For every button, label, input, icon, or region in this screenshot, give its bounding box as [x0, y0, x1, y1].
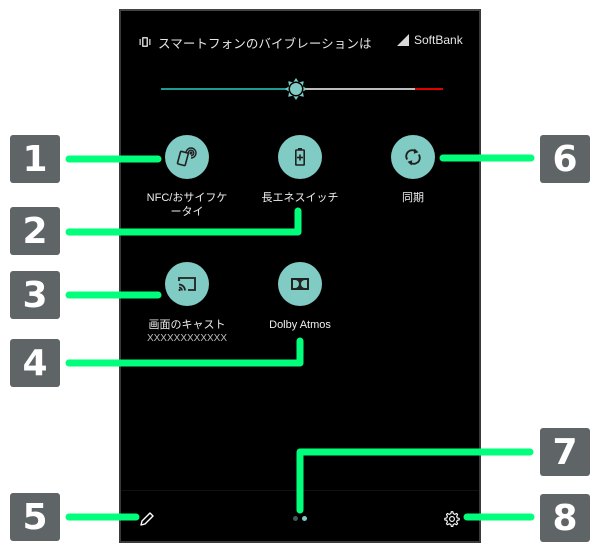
- nfc-icon: [176, 147, 197, 167]
- pencil-icon[interactable]: [139, 511, 155, 527]
- tile-dolby-atmos-button[interactable]: [278, 262, 322, 306]
- status-bar: スマートフォンのバイブレーションは SoftBank: [121, 11, 479, 71]
- bottom-bar-divider: [121, 490, 479, 491]
- carrier-name: SoftBank: [414, 33, 463, 47]
- signal-icon: [397, 34, 409, 46]
- brightness-track: [296, 88, 415, 90]
- brightness-icon[interactable]: [284, 77, 308, 101]
- tile-battery-saver-button[interactable]: [278, 135, 322, 179]
- tile-sync[interactable]: 同期: [358, 135, 468, 205]
- tile-battery-saver-label: 長エネスイッチ: [261, 192, 339, 204]
- tile-sync-label: 同期: [402, 192, 424, 204]
- callout-badge-2: 2: [10, 207, 60, 255]
- battery-saver-icon: [295, 148, 305, 166]
- callout-badge-4: 4: [10, 339, 60, 387]
- page-dot-2[interactable]: [302, 516, 307, 521]
- callout-badge-3: 3: [10, 271, 60, 319]
- tile-nfc-label: NFC/おサイフケ ータイ: [146, 192, 228, 218]
- callout-badge-1: 1: [10, 135, 60, 183]
- notification-text[interactable]: スマートフォンのバイブレーションは: [158, 36, 372, 51]
- dolby-icon: [291, 278, 309, 290]
- tile-screen-cast-button[interactable]: [165, 262, 209, 306]
- vibrate-icon: [139, 37, 151, 47]
- tile-dolby-atmos[interactable]: Dolby Atmos: [245, 262, 355, 332]
- tile-nfc-button[interactable]: [165, 135, 209, 179]
- page-indicator[interactable]: [293, 516, 313, 522]
- callout-badge-7: 7: [540, 428, 590, 476]
- tile-sync-button[interactable]: [391, 135, 435, 179]
- callout-badge-6: 6: [540, 135, 590, 183]
- tile-screen-cast-label: 画面のキャスト: [148, 319, 226, 331]
- tile-battery-saver[interactable]: 長エネスイッチ: [245, 135, 355, 205]
- cast-icon: [178, 277, 196, 292]
- tile-screen-cast-device: XXXXXXXXXXXX: [146, 333, 228, 344]
- gear-icon[interactable]: [443, 510, 461, 528]
- tile-screen-cast[interactable]: 画面のキャスト XXXXXXXXXXXX: [132, 262, 242, 345]
- sync-icon: [405, 148, 421, 166]
- page-dot-1[interactable]: [293, 516, 298, 521]
- quick-settings-panel: スマートフォンのバイブレーションは SoftBank NFC/おサイフケ ータ: [119, 9, 481, 543]
- callout-badge-5: 5: [10, 493, 60, 541]
- tile-nfc[interactable]: NFC/おサイフケ ータイ: [132, 135, 242, 219]
- brightness-track-limit: [414, 88, 443, 90]
- callout-badge-8: 8: [540, 494, 590, 542]
- brightness-track-fill: [161, 88, 297, 90]
- tile-dolby-atmos-label: Dolby Atmos: [269, 319, 331, 331]
- brightness-slider[interactable]: [161, 77, 443, 101]
